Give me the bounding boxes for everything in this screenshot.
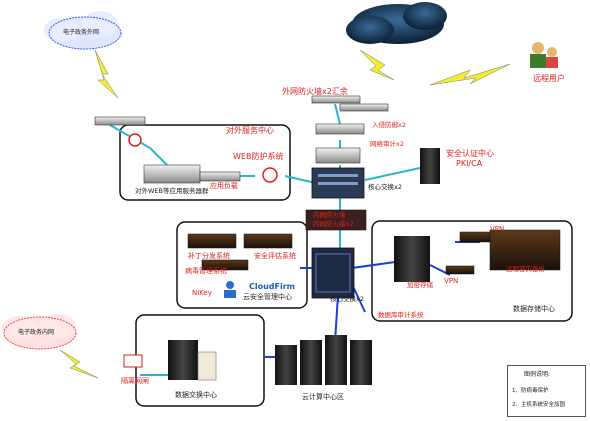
legend-item-antivirus: 1、防病毒保护 — [512, 388, 549, 394]
vpn-device-mid — [445, 265, 475, 275]
core-switch-center-label: 核心交换x2 — [330, 295, 364, 303]
legend-item-hardening: 2、主机系统安全加固 — [512, 402, 565, 408]
internal-firewall-label-1: 内网防火墙 — [313, 211, 346, 219]
lightning-links — [59, 49, 511, 379]
exchange-host — [197, 351, 217, 381]
cloud-internet — [346, 2, 447, 44]
internal-firewall-label-2: 内网防火墙x2 — [313, 220, 354, 228]
core-switch-top-label: 核心交换x2 — [368, 183, 402, 191]
data-storage-group — [371, 220, 573, 322]
remote-user-label: 远程用户 — [533, 74, 565, 83]
vpn-mid-label: VPN — [444, 277, 459, 285]
cloud-gov-external-label: 电子政务外网 — [63, 29, 100, 36]
user-icon — [224, 281, 236, 298]
cloud-security-mgmt-label: 云安全管理中心 — [243, 293, 292, 301]
legend-title: 图例说明: — [524, 371, 551, 378]
remote-backup-label: 远程容灾备份 — [506, 265, 545, 273]
antivirus-server-device — [201, 259, 249, 271]
load-balancing-label: 应用负载 — [210, 182, 238, 190]
cloud-gov-external — [44, 11, 122, 50]
remote-backup-rack — [489, 229, 561, 271]
security-management-group — [176, 221, 308, 309]
isolation-gateway-label: 隔离网闸 — [121, 377, 149, 385]
audit-device — [315, 147, 361, 164]
exchange-server — [168, 340, 198, 380]
encrypted-storage-label: 加密存储 — [407, 281, 433, 289]
firewall-pair — [311, 95, 389, 112]
core-switch-center-device — [311, 247, 355, 299]
assessment-system-label: 安全评估系统 — [254, 252, 296, 260]
web-protection-label: WEB防护系统 — [233, 152, 284, 161]
data-exchange-center-label: 数据交换中心 — [175, 391, 217, 399]
data-storage-center-label: 数据存储中心 — [513, 305, 555, 313]
patch-server-device — [187, 233, 237, 249]
audit-label: 网络审计x2 — [370, 140, 404, 148]
cloud-gov-internal — [2, 314, 77, 350]
cloud-computing-center-label: 云计算中心区 — [302, 393, 344, 401]
legend: 图例说明: 1、防病毒保护 2、主机系统安全加固 — [507, 365, 586, 417]
ips-label: 入侵防御x2 — [372, 121, 406, 129]
external-service-group — [119, 124, 291, 201]
ips-device — [315, 123, 365, 135]
external-service-center-label: 对外服务中心 — [226, 126, 274, 135]
isolation-gateway-device — [123, 354, 143, 368]
patch-system-label: 补丁分发系统 — [188, 252, 230, 260]
web-server-cluster — [143, 164, 201, 184]
router-external — [94, 116, 146, 126]
vpn-device-top — [459, 231, 491, 243]
vpn-top-label: VPN — [490, 225, 505, 233]
virus-management-label: 病毒管理系统 — [185, 267, 227, 275]
pki-server — [420, 148, 440, 184]
pki-ca-label: PKI/CA — [456, 159, 483, 168]
nikey-label: NiKey — [192, 289, 212, 297]
cloud-computing-racks — [275, 335, 372, 385]
ddos-icon — [128, 133, 142, 147]
remote-user-icon — [530, 42, 558, 68]
firewall-cluster-label: 外网防火墙x2汇余 — [282, 87, 348, 96]
load-balancer-device — [199, 171, 241, 182]
web-protection-icon — [262, 167, 278, 183]
security-auth-center-label: 安全认证中心 — [446, 149, 494, 158]
db-audit-label: 数据库审计系统 — [378, 311, 424, 319]
internal-firewall-device — [305, 209, 367, 231]
cloudfirm-label: CloudFirm — [249, 282, 296, 291]
cloud-gov-internal-label: 电子政务内网 — [18, 329, 55, 336]
web-servers-label: 对外WEB等应用服务器群 — [135, 187, 209, 195]
encrypted-storage-rack — [394, 236, 430, 282]
assessment-server-device — [243, 233, 293, 249]
